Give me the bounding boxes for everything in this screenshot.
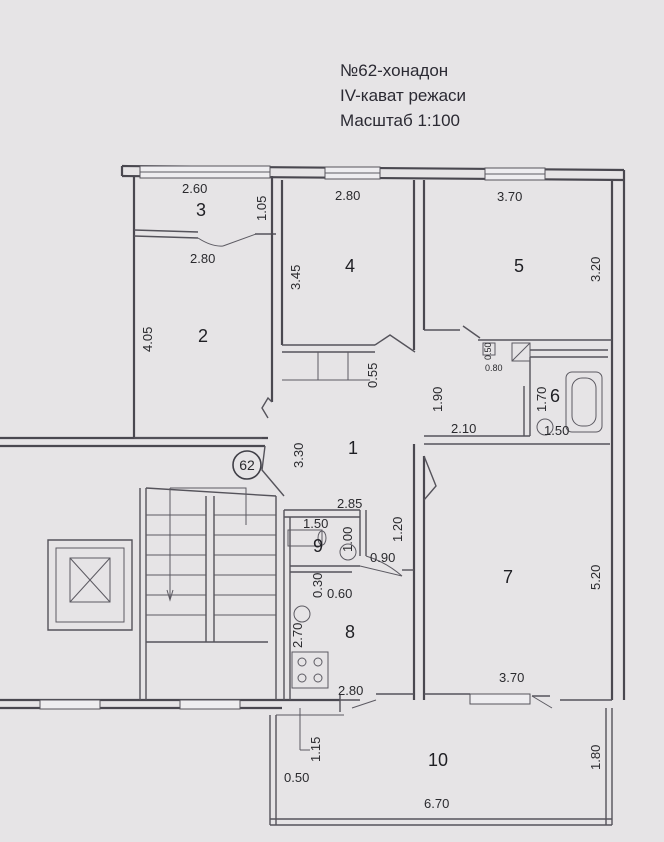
dim-label: 0.30 [310, 573, 325, 598]
dim-label: 3.20 [588, 257, 603, 282]
dim-label: 2.10 [451, 421, 476, 436]
dim-label: 0.60 [327, 586, 352, 601]
dim-label: 3.70 [497, 189, 522, 204]
apartment-badge [232, 450, 262, 480]
floor-label: IV-кават режаси [340, 86, 466, 105]
dim-label: 1.80 [588, 745, 603, 770]
room-1-number: 1 [348, 438, 358, 458]
dim-label: 2.85 [337, 496, 362, 511]
dim-label: 1.90 [430, 387, 445, 412]
dim-label: 0.90 [370, 550, 395, 565]
dim-label: 2.80 [190, 251, 215, 266]
dim-label: 1.70 [534, 387, 549, 412]
dim-label: 1.05 [254, 196, 269, 221]
apartment-number-title: №62-хонадон [340, 61, 448, 80]
toilet-icon [287, 529, 323, 547]
outer-walls [0, 164, 626, 710]
dim-label: 1.20 [390, 517, 405, 542]
room-3-number: 3 [196, 200, 206, 220]
kitchen-sink-icon [293, 605, 311, 623]
dimensions: 2.60 2.80 3.70 2.80 0.80 2.10 1.50 2.85 … [140, 181, 603, 811]
dim-label: 1.50 [303, 516, 328, 531]
interior-walls [133, 176, 612, 712]
dim-label: 1.00 [340, 527, 355, 552]
dim-label: 2.80 [338, 683, 363, 698]
wc-sink-icon [339, 543, 357, 561]
fixtures [287, 342, 603, 689]
bathtub-icon [565, 371, 603, 433]
room-2-number: 2 [198, 326, 208, 346]
dim-label: 0.50 [284, 770, 309, 785]
room-7-number: 7 [503, 567, 513, 587]
dim-label: 0.55 [365, 363, 380, 388]
dim-label: 4.05 [140, 327, 155, 352]
dim-label: 2.70 [290, 623, 305, 648]
room-5-number: 5 [514, 256, 524, 276]
room-4-number: 4 [345, 256, 355, 276]
dim-label: 3.45 [288, 265, 303, 290]
loggia [269, 708, 613, 826]
room-6-number: 6 [550, 386, 560, 406]
room-numbers: 1 2 3 4 5 6 7 8 9 10 [196, 200, 560, 770]
dim-label: 2.80 [335, 188, 360, 203]
room-10-number: 10 [428, 750, 448, 770]
apartment-badge-number: 62 [239, 457, 255, 473]
staircase [47, 487, 277, 700]
dim-label: 0.80 [485, 363, 503, 373]
dim-label: 1.50 [544, 423, 569, 438]
dim-label: 2.60 [182, 181, 207, 196]
room-8-number: 8 [345, 622, 355, 642]
bath-sink-icon [536, 418, 554, 436]
stove-icon [291, 651, 329, 689]
dim-label: 5.20 [588, 565, 603, 590]
room-9-number: 9 [313, 536, 323, 556]
dim-label: 0.50 [483, 342, 493, 360]
dim-label: 1.15 [308, 737, 323, 762]
dim-label: 6.70 [424, 796, 449, 811]
windows-top [139, 165, 546, 181]
dim-label: 3.70 [499, 670, 524, 685]
windows-bottom [39, 693, 531, 710]
scale-label: Масштаб 1:100 [340, 111, 460, 130]
dim-label: 3.30 [291, 443, 306, 468]
